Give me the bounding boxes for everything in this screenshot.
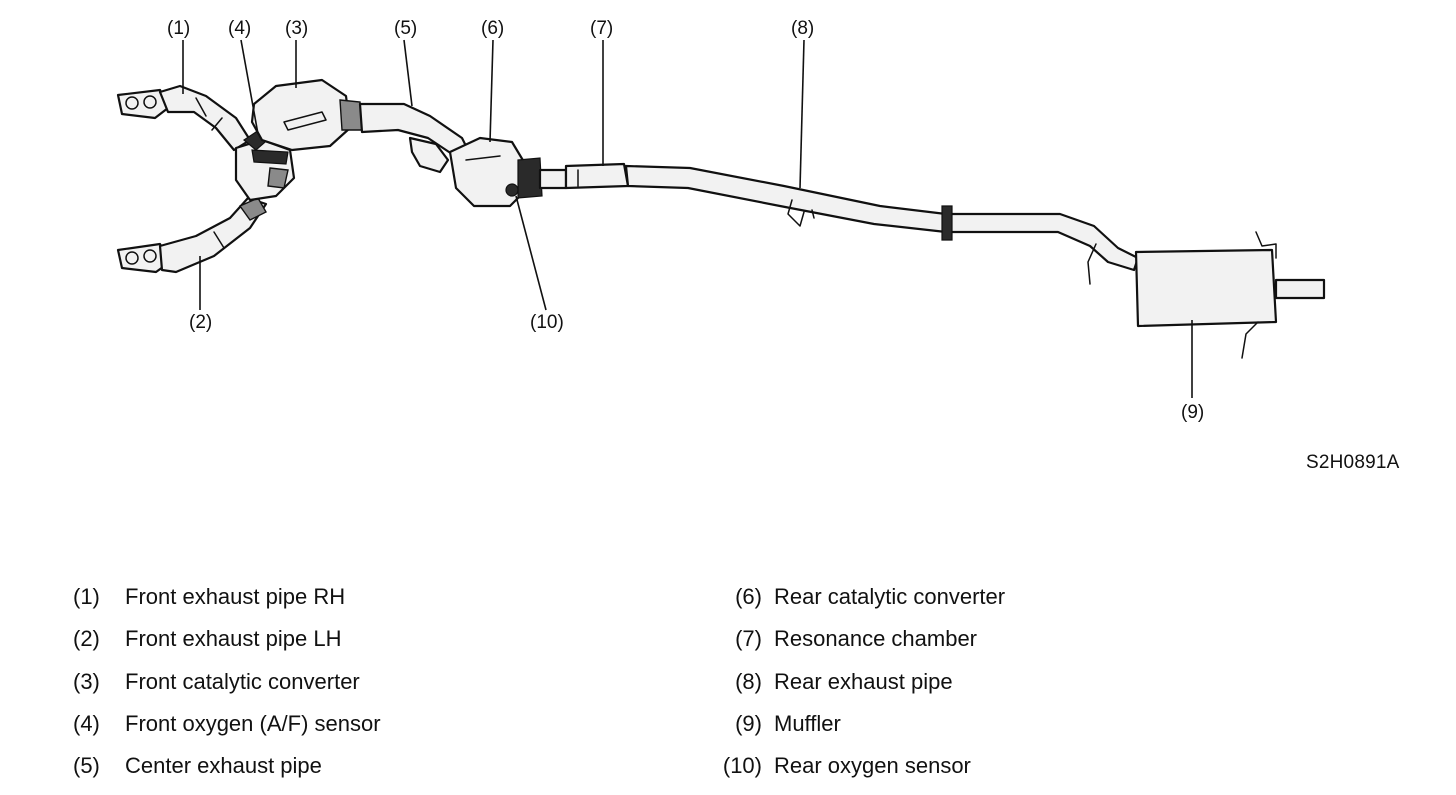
legend-item: (2) Front exhaust pipe LH <box>70 626 381 668</box>
legend-label: Rear oxygen sensor <box>774 753 971 779</box>
front-exhaust-pipe-lh <box>116 196 268 274</box>
legend-number: (5) <box>73 753 100 779</box>
front-exhaust-pipe-rh <box>116 84 252 152</box>
figure-id: S2H0891A <box>1306 452 1400 473</box>
legend-item: (1) Front exhaust pipe RH <box>70 584 381 626</box>
muffler <box>1134 231 1326 359</box>
legend-label: Front catalytic converter <box>125 668 360 694</box>
callout-6: (6) <box>481 18 504 39</box>
legend-label: Center exhaust pipe <box>125 753 322 779</box>
callout-leaders <box>182 39 1193 398</box>
legend-item: (5) Center exhaust pipe <box>70 753 381 795</box>
legend-number: (8) <box>735 668 762 694</box>
legend-item: (10) Rear oxygen sensor <box>718 753 1005 795</box>
legend-number: (4) <box>73 710 100 736</box>
legend-item: (7) Resonance chamber <box>718 626 1005 668</box>
legend-label: Rear exhaust pipe <box>774 668 953 694</box>
legend-number: (3) <box>73 668 100 694</box>
callout-5: (5) <box>394 18 417 39</box>
rear-catalytic-converter <box>448 136 543 208</box>
legend-label: Front exhaust pipe LH <box>125 626 342 652</box>
legend-number: (7) <box>735 626 762 652</box>
legend-label: Resonance chamber <box>774 626 978 652</box>
legend-right: (6) Rear catalytic converter (7) Resonan… <box>718 584 1005 795</box>
callout-3: (3) <box>285 18 308 39</box>
legend-item: (6) Rear catalytic converter <box>718 584 1005 626</box>
legend-number: (10) <box>722 753 762 779</box>
rear-exhaust-pipe <box>624 164 1140 285</box>
legend-number: (9) <box>735 710 762 736</box>
callout-7: (7) <box>590 18 613 39</box>
front-oxygen-sensor <box>234 127 296 202</box>
front-catalytic-converter <box>250 78 363 152</box>
exhaust-system-diagram: (1) (4) (3) (5) (6) (7) (8) (2) (10) (9) <box>116 18 1326 423</box>
legend-item: (8) Rear exhaust pipe <box>718 669 1005 711</box>
legend-item: (4) Front oxygen (A/F) sensor <box>70 711 381 753</box>
legend-item: (3) Front catalytic converter <box>70 669 381 711</box>
callout-10: (10) <box>530 312 564 333</box>
resonance-chamber <box>538 162 630 190</box>
callout-2: (2) <box>189 312 212 333</box>
legend-label: Muffler <box>774 710 841 736</box>
legend-label: Rear catalytic converter <box>774 584 1006 609</box>
callout-4: (4) <box>228 18 251 39</box>
legend-left: (1) Front exhaust pipe RH (2) Front exha… <box>70 584 381 795</box>
callout-8: (8) <box>791 18 814 39</box>
legend-label: Front exhaust pipe RH <box>125 584 346 609</box>
legend-label: Front oxygen (A/F) sensor <box>125 710 381 736</box>
legend-number: (6) <box>735 584 762 609</box>
callout-1: (1) <box>167 18 190 39</box>
legend-item: (9) Muffler <box>718 711 1005 753</box>
legend-number: (2) <box>73 626 100 652</box>
legend-number: (1) <box>73 584 100 609</box>
callout-9: (9) <box>1181 402 1204 423</box>
